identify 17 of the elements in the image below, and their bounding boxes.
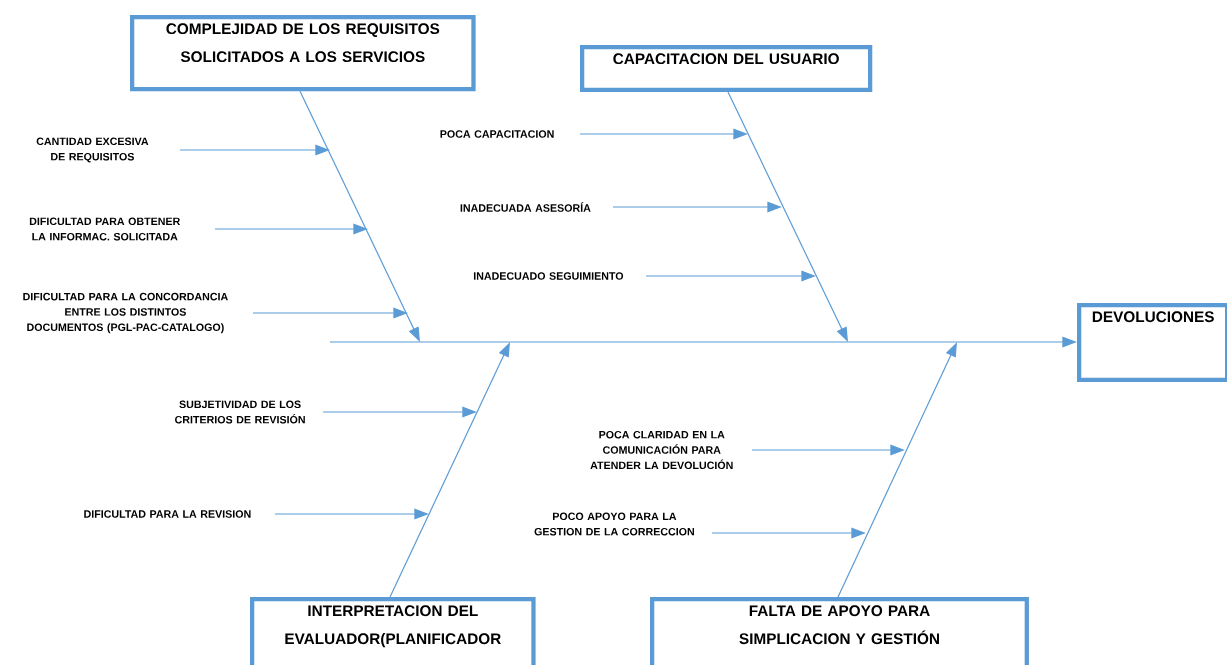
cause-label: DIFICULTAD PARA OBTENER LA INFORMAC. SOLICITADA (29, 217, 181, 241)
arrow (299, 90, 420, 342)
cause-label: POCA CLARIDAD EN LA COMUNICACIÓN PARA ATENDER LA DEVOLUCIÓN (590, 430, 733, 470)
cause-label: DIFICULTAD PARA LA CONCORDANCIA ENTRE LOS DISTINTOS DOCUMENTOS (PGL-PAC-CATALOGO) (23, 292, 228, 334)
cause-label: CANTIDAD EXCESIVA DE REQUISITOS (36, 137, 149, 163)
cause-label: DIFICULTAD PARA LA REVISION (84, 510, 251, 518)
category-box: DEVOLUCIONES (1077, 303, 1227, 382)
cause-label: POCA CAPACITACION (440, 130, 554, 138)
category-box: COMPLEJIDAD DE LOS REQUISITOS SOLICITADOS A LOS SERVICIOS (130, 15, 476, 92)
category-box: INTERPRETACION DEL EVALUADOR(PLANIFICADOR (250, 597, 536, 665)
cause-label: INADECUADA ASESORÍA (460, 202, 591, 212)
category-box: CAPACITACION DEL USUARIO (580, 45, 873, 92)
category-box: FALTA DE APOYO PARA SIMPLICACION Y GESTIÓN (650, 597, 1029, 665)
cause-label: POCO APOYO PARA LA GESTION DE LA CORRECCION (534, 512, 694, 536)
cause-label: SUBJETIVIDAD DE LOS CRITERIOS DE REVISIÓN (175, 400, 305, 424)
arrow (727, 91, 848, 342)
cause-label: INADECUADO SEGUIMIENTO (473, 272, 624, 280)
